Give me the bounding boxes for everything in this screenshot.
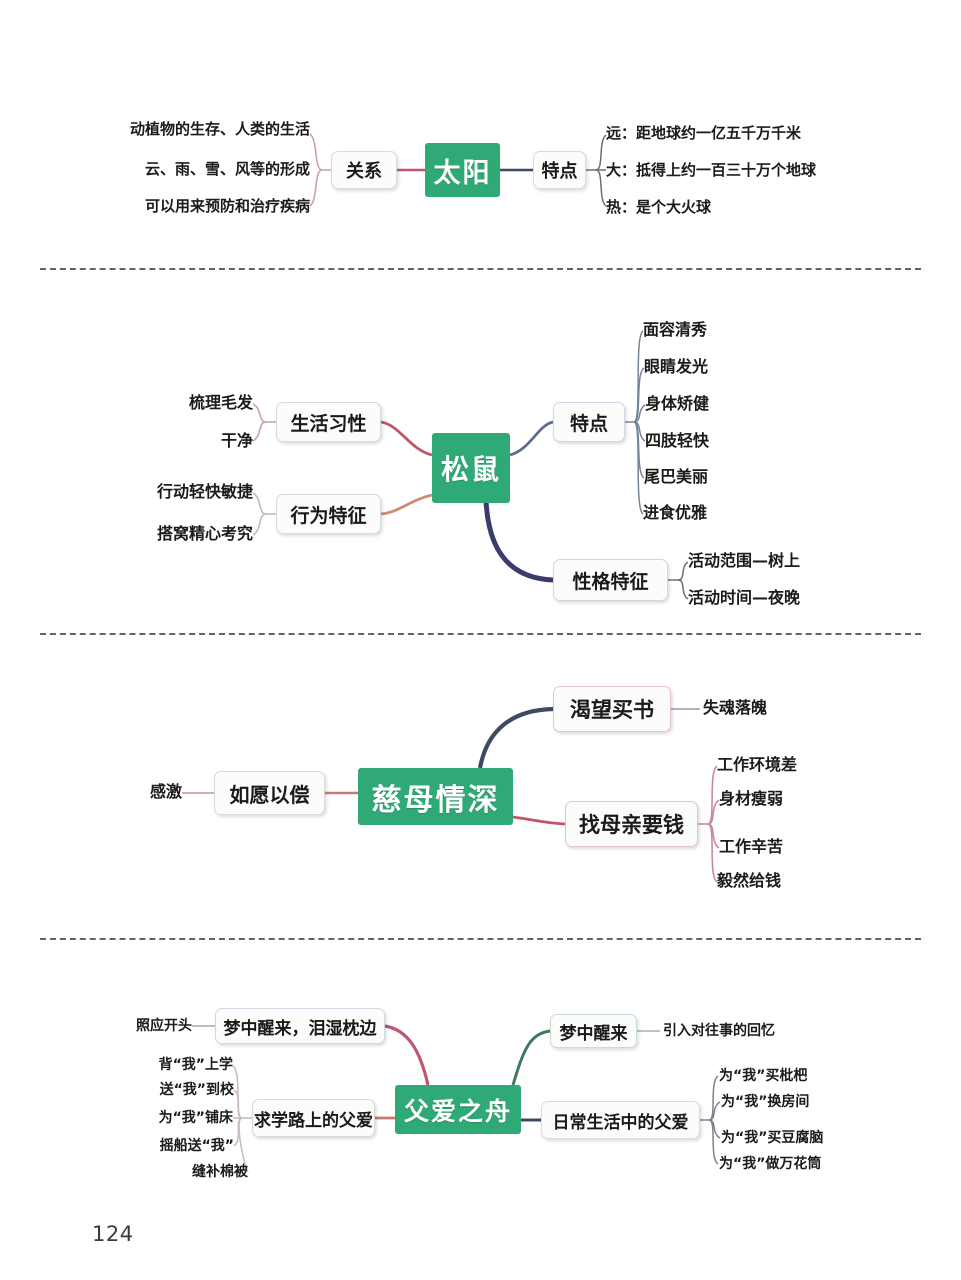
root-label: 太阳 — [433, 157, 492, 189]
branch-label: 行为特征 — [290, 504, 367, 527]
branch-node-xingweitezheng[interactable]: 行为特征 — [276, 494, 381, 534]
section-separator-3 — [40, 938, 921, 940]
branch-node-kewangmaishu[interactable]: 渴望买书 — [553, 686, 671, 732]
branch-node-xinggetezheng[interactable]: 性格特征 — [553, 559, 668, 601]
root-node-cimuqingshen[interactable]: 慈母情深 — [358, 768, 513, 825]
page-number: 124 — [92, 1222, 134, 1246]
leaf-songshu-feat-5: 尾巴美丽 — [644, 467, 709, 486]
branch-node-mengzhongxinglai-leishi[interactable]: 梦中醒来，泪湿枕边 — [215, 1008, 385, 1044]
leaf-songshu-feat-4: 四肢轻快 — [645, 431, 710, 450]
leaf-songshu-behav-1: 行动轻快敏捷 — [156, 482, 253, 501]
leaf-cimu-shihun: 失魂落魄 — [703, 698, 768, 717]
leaf-songshu-behav-2: 搭窝精心考究 — [156, 524, 253, 543]
leaf-songshu-habit-1: 梳理毛发 — [188, 393, 253, 412]
leaf-songshu-feat-1: 面容清秀 — [643, 320, 708, 339]
leaf-fuai-study-2: 送“我”到校 — [159, 1082, 234, 1098]
section-separator-2 — [40, 633, 921, 635]
branch-label: 生活习性 — [290, 412, 367, 435]
branch-label: 求学路上的父爱 — [254, 1110, 373, 1131]
branch-node-richangshenghuo[interactable]: 日常生活中的父爱 — [541, 1101, 700, 1139]
leaf-songshu-habit-2: 干净 — [220, 431, 253, 450]
branch-node-qiuxuelushang[interactable]: 求学路上的父爱 — [252, 1099, 375, 1137]
leaf-taiyang-guanxi-1: 动植物的生存、人类的生活 — [129, 120, 310, 138]
branch-label: 如愿以偿 — [229, 782, 310, 807]
root-label: 慈母情深 — [371, 782, 500, 818]
branch-label: 日常生活中的父爱 — [552, 1112, 689, 1133]
leaf-taiyang-guanxi-2: 云、雨、雪、风等的形成 — [144, 160, 310, 178]
leaf-fuai-study-4: 摇船送“我” — [159, 1138, 234, 1154]
root-node-fuaizhizhou[interactable]: 父爱之舟 — [395, 1085, 521, 1134]
leaf-fuai-zhaoying: 照应开头 — [136, 1018, 192, 1034]
root-node-taiyang[interactable]: 太阳 — [425, 143, 500, 197]
branch-node-tedian-taiyang[interactable]: 特点 — [533, 151, 586, 189]
leaf-fuai-huiyi: 引入对往事的回忆 — [663, 1023, 775, 1039]
branch-label: 性格特征 — [572, 570, 649, 593]
leaf-taiyang-tedian-2: 大：抵得上约一百三十万个地球 — [606, 161, 817, 179]
branch-label: 渴望买书 — [570, 698, 654, 722]
root-label: 父爱之舟 — [403, 1096, 512, 1126]
leaf-fuai-daily-3: 为“我”买豆腐脑 — [721, 1130, 824, 1146]
root-node-songshu[interactable]: 松鼠 — [432, 433, 510, 503]
leaf-cimu-money-2: 身材瘦弱 — [719, 789, 784, 808]
branch-node-guanxi[interactable]: 关系 — [331, 151, 397, 189]
branch-node-tedian-songshu[interactable]: 特点 — [553, 402, 625, 442]
leaf-fuai-study-1: 背“我”上学 — [158, 1057, 233, 1073]
leaf-cimu-money-1: 工作环境差 — [717, 755, 798, 774]
leaf-songshu-pers-2: 活动时间—夜晚 — [688, 588, 801, 607]
leaf-songshu-feat-3: 身体矫健 — [645, 394, 710, 413]
leaf-fuai-daily-4: 为“我”做万花筒 — [719, 1156, 822, 1172]
leaf-fuai-study-3: 为“我”铺床 — [158, 1110, 233, 1126]
branch-label: 找母亲要钱 — [579, 813, 684, 837]
leaf-songshu-feat-6: 进食优雅 — [643, 503, 708, 522]
branch-label: 特点 — [569, 412, 608, 435]
branch-label: 关系 — [346, 161, 382, 182]
leaf-songshu-feat-2: 眼睛发光 — [644, 357, 709, 376]
leaf-cimu-money-3: 工作辛苦 — [719, 837, 784, 856]
branch-label: 梦中醒来 — [559, 1023, 628, 1044]
branch-label: 梦中醒来，泪湿枕边 — [223, 1018, 377, 1039]
leaf-cimu-money-4: 毅然给钱 — [717, 871, 782, 890]
leaf-songshu-pers-1: 活动范围—树上 — [688, 551, 801, 570]
leaf-taiyang-tedian-1: 远：距地球约一亿五千万千米 — [606, 124, 802, 142]
leaf-fuai-daily-1: 为“我”买枇杷 — [719, 1068, 808, 1084]
leaf-cimu-ganji: 感激 — [149, 782, 182, 801]
leaf-taiyang-tedian-3: 热：是个大火球 — [606, 198, 712, 216]
root-label: 松鼠 — [440, 453, 501, 486]
branch-node-zhaomuqinyaoqian[interactable]: 找母亲要钱 — [565, 801, 698, 847]
leaf-taiyang-guanxi-3: 可以用来预防和治疗疾病 — [144, 197, 310, 215]
leaf-fuai-daily-2: 为“我”换房间 — [721, 1094, 810, 1110]
leaf-fuai-study-5: 缝补棉被 — [192, 1164, 248, 1180]
branch-node-mengzhongxinglai[interactable]: 梦中醒来 — [550, 1014, 637, 1048]
section-separator-1 — [40, 268, 921, 270]
branch-node-ruyuanyichang[interactable]: 如愿以偿 — [214, 771, 325, 815]
branch-label: 特点 — [541, 161, 578, 182]
branch-node-shenghuoxixing[interactable]: 生活习性 — [276, 402, 381, 442]
